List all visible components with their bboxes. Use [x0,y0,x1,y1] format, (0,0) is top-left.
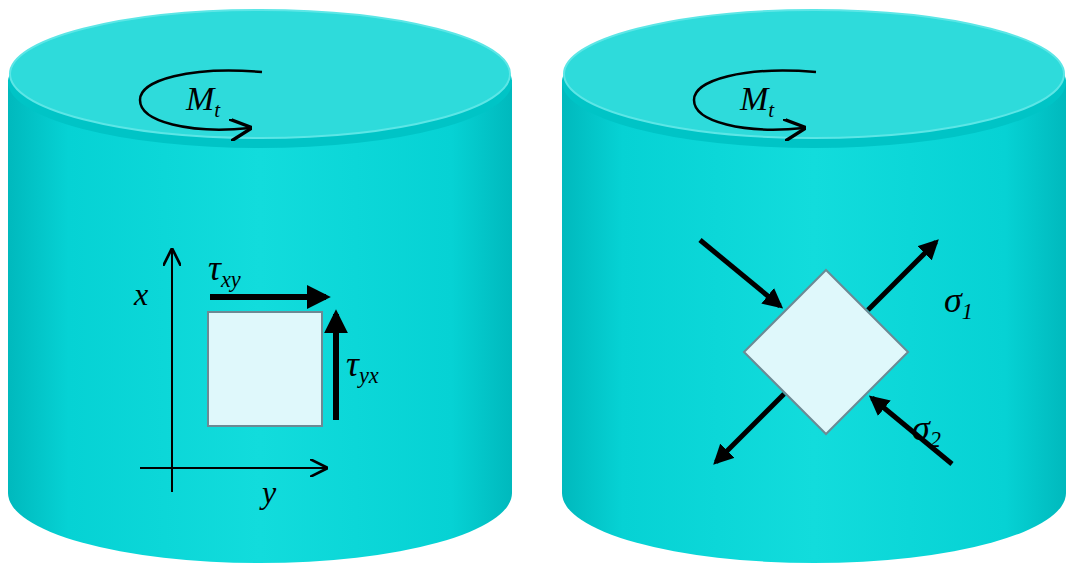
axis-label: x [134,278,148,310]
y-axis [140,467,326,469]
torque-label: Mt [740,82,774,116]
stress-label: τyx [346,346,379,382]
x-axis [171,250,173,492]
cylinder [562,10,1066,563]
tension-arrow [716,394,784,462]
compression-arrow [700,240,780,306]
torque-label: Mt [186,82,220,116]
axis-label: y [262,476,276,508]
cylinder [8,10,512,563]
stress-label: τxy [208,250,241,286]
shear-arrow [333,314,339,420]
stress-label: σ1 [944,282,973,318]
shear-arrow [210,294,326,300]
tension-arrow [868,242,936,310]
torque-arrow [140,71,262,130]
stress-element [208,312,322,426]
stress-label: σ2 [912,410,941,446]
torque-arrow [694,71,816,130]
compression-arrow [872,398,952,464]
